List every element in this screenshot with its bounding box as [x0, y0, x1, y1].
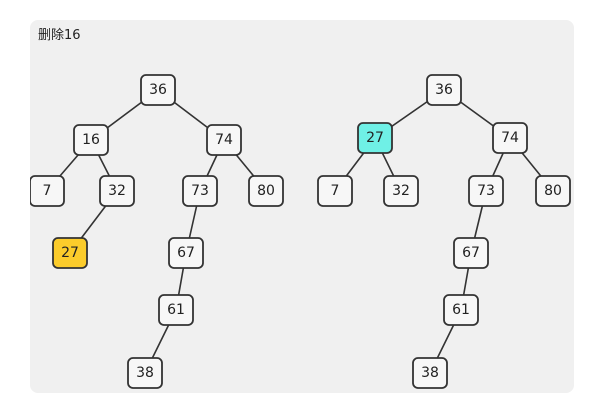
tree-node-after-73: 73	[468, 175, 504, 207]
tree-node-after-27: 27	[357, 122, 393, 154]
node-box	[52, 237, 88, 269]
tree-node-after-80: 80	[535, 175, 571, 207]
tree-node-before-32: 32	[99, 175, 135, 207]
tree-node-before-80: 80	[248, 175, 284, 207]
tree-node-before-36: 36	[140, 74, 176, 106]
node-label: 61	[167, 302, 185, 318]
tree-node-before-67: 67	[168, 237, 204, 269]
node-label: 36	[435, 82, 453, 98]
node-label: 38	[421, 365, 439, 381]
node-label: 67	[177, 245, 195, 261]
node-label: 80	[544, 183, 562, 199]
tree-node-after-74: 74	[492, 122, 528, 154]
node-box	[248, 175, 284, 207]
node-box	[426, 74, 462, 106]
tree-node-after-36: 36	[426, 74, 462, 106]
node-label: 73	[191, 183, 209, 199]
tree-node-before-38: 38	[127, 357, 163, 389]
node-label: 74	[215, 132, 233, 148]
node-box	[492, 122, 528, 154]
tree-node-after-7: 7	[317, 175, 353, 207]
node-box	[468, 175, 504, 207]
node-label: 27	[61, 245, 79, 261]
node-box	[127, 357, 163, 389]
node-box	[182, 175, 218, 207]
node-box	[357, 122, 393, 154]
node-label: 7	[331, 183, 340, 199]
node-box	[383, 175, 419, 207]
tree-node-before-73: 73	[182, 175, 218, 207]
node-label: 16	[82, 132, 100, 148]
diagram-caption: 删除16	[38, 28, 81, 43]
node-label: 74	[501, 130, 519, 146]
node-label: 73	[477, 183, 495, 199]
node-label: 32	[392, 183, 410, 199]
node-label: 27	[366, 130, 384, 146]
bst-deletion-diagram: 36 16 74 7 32 73 80 27 67 61 38 36 27 74 7 32 73 80 67 61 38	[30, 74, 571, 389]
node-box	[30, 175, 65, 207]
tree-node-before-7: 7	[30, 175, 65, 207]
tree-node-before-16: 16	[73, 124, 109, 156]
tree-node-before-27: 27	[52, 237, 88, 269]
tree-node-before-74: 74	[206, 124, 242, 156]
tree-node-after-32: 32	[383, 175, 419, 207]
node-box	[443, 294, 479, 326]
node-label: 36	[149, 82, 167, 98]
node-box	[73, 124, 109, 156]
node-label: 7	[43, 183, 52, 199]
tree-node-after-67: 67	[453, 237, 489, 269]
node-label: 38	[136, 365, 154, 381]
tree-node-before-61: 61	[158, 294, 194, 326]
node-box	[140, 74, 176, 106]
diagram-panel: 删除16 36 16 74 7 32 73 80 27 67 61 38 36 27 74 7 32 73 80 6…	[30, 20, 574, 393]
node-box	[535, 175, 571, 207]
node-label: 67	[462, 245, 480, 261]
tree-node-after-61: 61	[443, 294, 479, 326]
node-box	[99, 175, 135, 207]
node-box	[168, 237, 204, 269]
node-box	[158, 294, 194, 326]
node-label: 61	[452, 302, 470, 318]
node-box	[317, 175, 353, 207]
node-box	[412, 357, 448, 389]
tree-node-after-38: 38	[412, 357, 448, 389]
node-label: 80	[257, 183, 275, 199]
node-label: 32	[108, 183, 126, 199]
node-box	[453, 237, 489, 269]
node-box	[206, 124, 242, 156]
